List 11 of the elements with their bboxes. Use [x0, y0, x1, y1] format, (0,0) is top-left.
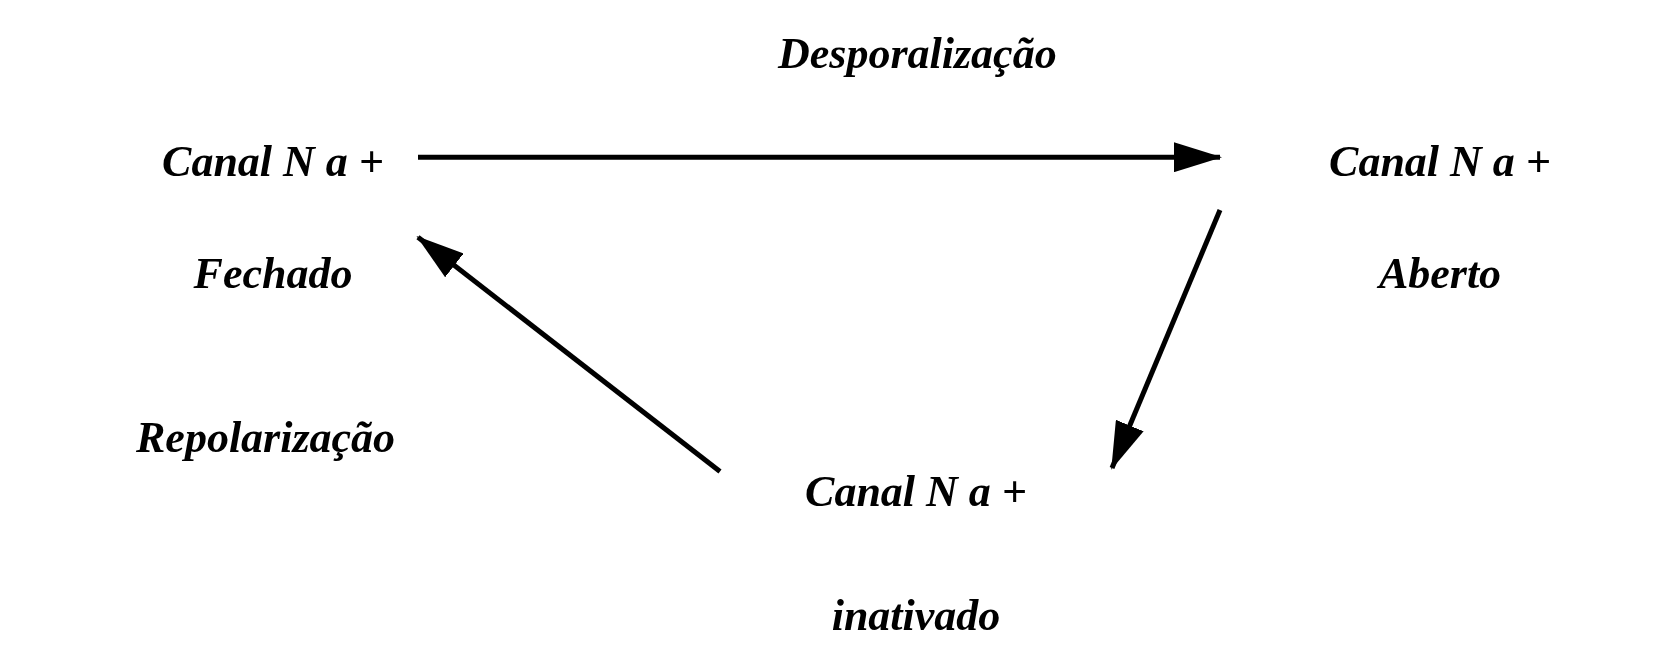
state-label: Aberto — [1378, 249, 1502, 298]
edge-label: Desporalização — [778, 30, 1057, 79]
state-name: Canal N a + — [805, 468, 1027, 517]
arrow — [416, 235, 722, 474]
state-label: inativado — [831, 591, 1001, 640]
state-name: Canal N a + — [162, 138, 384, 187]
arrow — [1109, 209, 1223, 470]
state-label: Fechado — [193, 249, 353, 298]
edge-label: Repolarização — [136, 414, 396, 463]
arrow — [418, 142, 1222, 173]
state-name: Canal N a + — [1329, 138, 1551, 187]
